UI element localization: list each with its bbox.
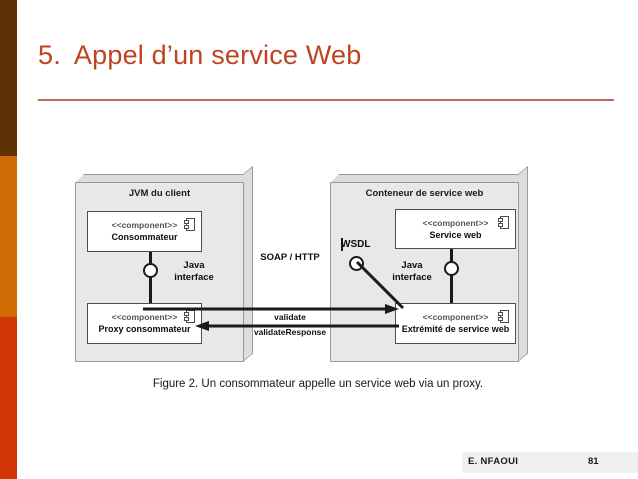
component-extremite-service-web: <<component>> Extrémité de service web: [395, 303, 516, 344]
component-stereotype: <<component>>: [422, 218, 489, 228]
uml-component-icon: [498, 216, 509, 229]
label-java-interface-client: Java interface: [163, 260, 225, 284]
page-title: 5. Appel d’un service Web: [38, 40, 598, 71]
lollipop-java-interface-client: [143, 263, 158, 278]
uml-component-icon: [184, 218, 195, 231]
figure-caption: Figure 2. Un consommateur appelle un ser…: [152, 378, 484, 390]
sidebar-band-middle: [0, 156, 17, 317]
connector-line-server: [450, 249, 453, 303]
footer-bar: [462, 452, 638, 473]
label-validate-response: validateResponse: [253, 327, 327, 337]
uml-component-diagram: JVM du client Conteneur de service web <…: [0, 160, 638, 370]
sidebar-band-top: [0, 0, 17, 156]
component-stereotype: <<component>>: [422, 312, 489, 322]
arrow-validate-response: [195, 321, 399, 331]
component-name: Proxy consommateur: [98, 324, 191, 334]
page-title-number: 5.: [38, 40, 61, 70]
component-stereotype: <<component>>: [111, 312, 178, 322]
label-wsdl: WSDL: [341, 239, 371, 250]
component-service-web: <<component>> Service web: [395, 209, 516, 249]
component-name: Consommateur: [111, 232, 178, 242]
label-line-2: interface: [174, 272, 214, 283]
container-jvm-client-label: JVM du client: [128, 188, 191, 199]
title-divider: [38, 99, 614, 101]
wsdl-leader-tick: [341, 238, 343, 251]
component-name: Extrémité de service web: [401, 324, 510, 334]
label-line-1: Java: [401, 260, 423, 271]
component-stereotype: <<component>>: [111, 220, 178, 230]
label-soap-http: SOAP / HTTP: [260, 252, 320, 263]
container-service-web-label: Conteneur de service web: [365, 188, 484, 199]
sidebar-band-bottom: [0, 317, 17, 479]
component-consommateur: <<component>> Consommateur: [87, 211, 202, 252]
footer-author: E. NFAOUI: [468, 456, 519, 467]
label-line-1: Java: [183, 260, 205, 271]
label-validate: validate: [274, 312, 306, 322]
uml-component-icon: [498, 310, 509, 323]
component-name: Service web: [429, 230, 482, 240]
label-line-2: interface: [392, 272, 432, 283]
container-side: [518, 166, 528, 362]
lollipop-wsdl: [349, 256, 364, 271]
footer-page-number: 81: [588, 456, 599, 467]
lollipop-java-interface-server: [444, 261, 459, 276]
label-java-interface-server: Java interface: [381, 260, 443, 284]
arrow-validate-request: [143, 304, 399, 314]
page-title-text: Appel d’un service Web: [73, 40, 362, 70]
